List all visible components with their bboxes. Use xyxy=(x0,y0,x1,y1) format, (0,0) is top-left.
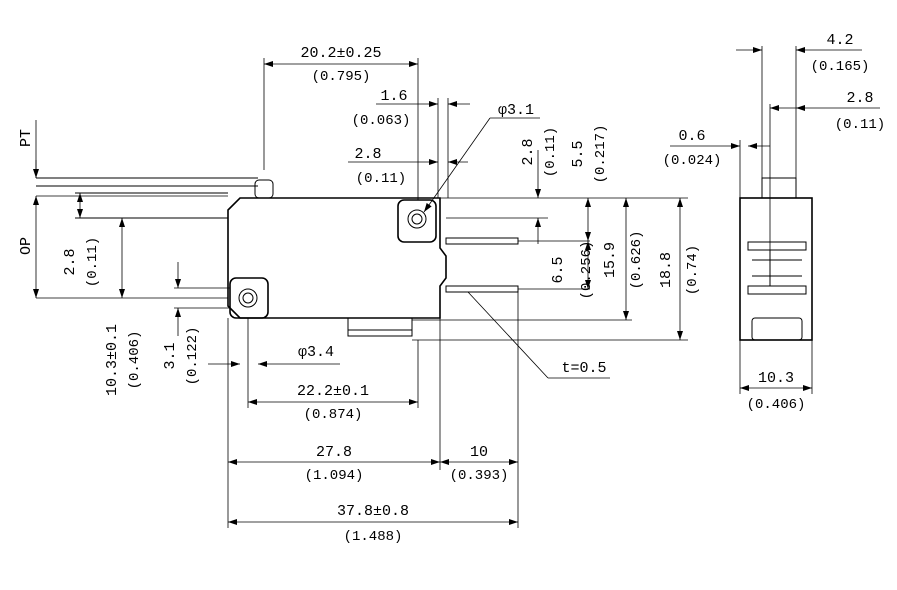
dim-side-10-3-label: 10.3 xyxy=(758,370,794,387)
dim-10-label: 10 xyxy=(470,444,488,461)
dim-side-2-8-inch: (0.11) xyxy=(835,117,885,133)
mounting-hole-right xyxy=(397,199,437,243)
dim-2-8h-inch: (0.11) xyxy=(356,171,406,187)
op-label: OP xyxy=(18,237,35,255)
dim-op-2-8-inch: (0.11) xyxy=(85,237,101,287)
dim-10-3-inch: (0.406) xyxy=(127,331,143,390)
dim-side-2-8-label: 2.8 xyxy=(846,90,873,107)
dim-6-5-inch: (0.256) xyxy=(579,241,595,300)
dim-side-10-3-inch: (0.406) xyxy=(747,397,806,413)
dim-t-label: t=0.5 xyxy=(561,360,606,377)
mounting-hole-left xyxy=(229,277,269,319)
dim-1-6-inch: (0.063) xyxy=(352,113,411,129)
dim-op-2-8-label: 2.8 xyxy=(62,248,79,275)
dim-0-6-label: 0.6 xyxy=(678,128,705,145)
dim-5-5-inch: (0.217) xyxy=(593,125,609,184)
dim-10-3-label: 10.3±0.1 xyxy=(104,324,121,396)
dim-2-8v-inch: (0.11) xyxy=(543,127,559,177)
dim-2-8v-label: 2.8 xyxy=(520,138,537,165)
dim-10-inch: (0.393) xyxy=(450,468,509,484)
dim-6-5-label: 6.5 xyxy=(550,256,567,283)
switch-body-outline xyxy=(36,177,447,319)
dim-27-8-label: 27.8 xyxy=(316,444,352,461)
leader-t xyxy=(467,291,549,379)
leader-phi31 xyxy=(423,117,491,213)
dim-4-2-label: 4.2 xyxy=(826,32,853,49)
terminals xyxy=(347,237,519,337)
dim-phi31-label: φ3.1 xyxy=(498,102,534,119)
dim-3-1-inch: (0.122) xyxy=(185,327,201,386)
dim-3-1-label: 3.1 xyxy=(162,342,179,369)
dim-18-8-label: 18.8 xyxy=(658,252,675,288)
dim-37-8-inch: (1.488) xyxy=(344,529,403,545)
dim-0-6-inch: (0.024) xyxy=(663,153,722,169)
dim-27-8-inch: (1.094) xyxy=(305,468,364,484)
dim-5-5-label: 5.5 xyxy=(570,140,587,167)
dim-37-8-label: 37.8±0.8 xyxy=(337,503,409,520)
dim-15-9-inch: (0.626) xyxy=(629,231,645,290)
dim-1-6-label: 1.6 xyxy=(380,88,407,105)
dim-22-2-inch: (0.874) xyxy=(304,407,363,423)
side-view-body xyxy=(739,177,813,341)
dim-2-8h-label: 2.8 xyxy=(354,146,381,163)
dim-22-2-label: 22.2±0.1 xyxy=(297,383,369,400)
dim-20-2-inch: (0.795) xyxy=(312,69,371,85)
extension-lines-front xyxy=(227,58,688,528)
dim-15-9-label: 15.9 xyxy=(602,242,619,278)
pt-label: PT xyxy=(18,129,35,147)
dim-4-2-inch: (0.165) xyxy=(811,59,870,75)
dim-phi34-label: φ3.4 xyxy=(298,344,334,361)
dim-18-8-inch: (0.74) xyxy=(685,245,701,295)
dim-20-2-label: 20.2±0.25 xyxy=(300,45,381,62)
